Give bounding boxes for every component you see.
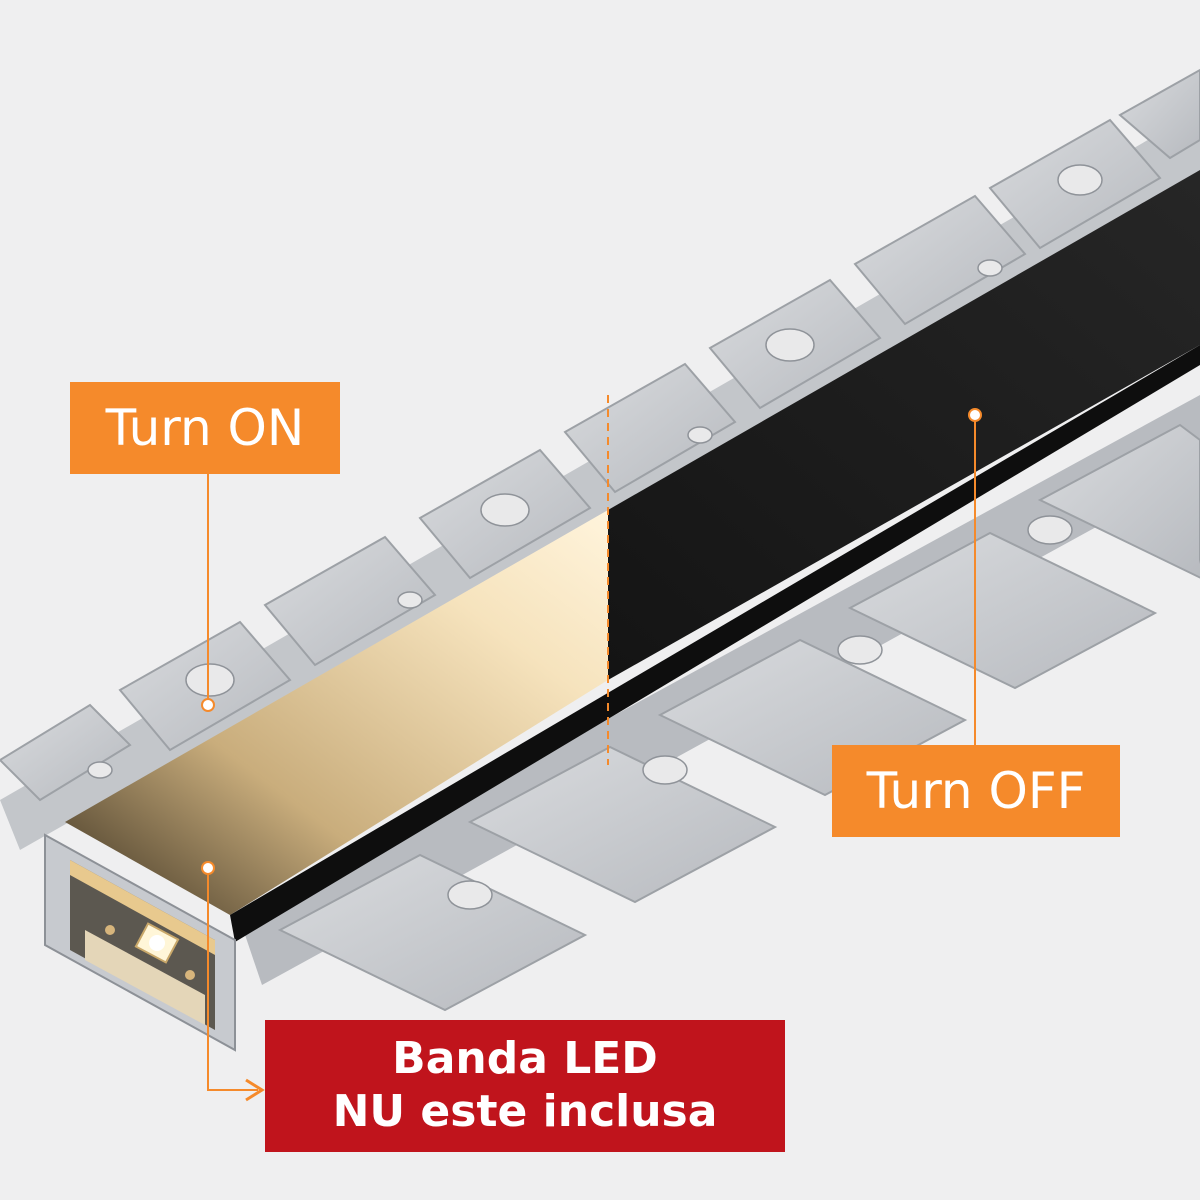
arrow-right-icon: [245, 1078, 265, 1102]
turn-off-text: Turn OFF: [866, 762, 1086, 820]
led-chip-icon: [134, 922, 180, 964]
turn-on-text: Turn ON: [105, 399, 305, 457]
led-strip-line-2: NU este inclusa: [332, 1086, 718, 1137]
diffuser-lit: [65, 510, 608, 915]
led-strip-line-1: Banda LED: [392, 1033, 658, 1085]
turn-off-label: Turn OFF: [832, 745, 1120, 837]
profile-end-cap: [44, 833, 236, 1052]
diffuser-off: [608, 170, 1200, 680]
fin-row-front: [277, 423, 1200, 1012]
led-strip-not-included-label: Banda LED NU este inclusa: [265, 1020, 785, 1152]
turn-on-label: Turn ON: [70, 382, 340, 474]
